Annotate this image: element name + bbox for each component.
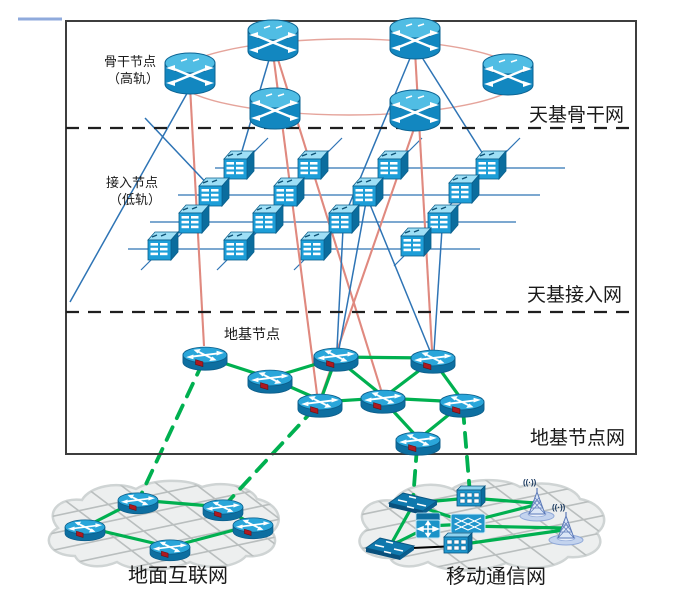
satellite-access-link	[69, 87, 191, 303]
satellite-access-link	[338, 201, 367, 350]
access-satellite-icon	[475, 150, 507, 180]
ground-router-icon	[395, 431, 441, 457]
ground-router-icon	[247, 369, 293, 395]
access-satellite-icon	[223, 150, 255, 180]
access-satellite-icon	[328, 204, 360, 234]
ground-router-icon	[439, 393, 485, 419]
label-backbone-node-line1: 骨干节点	[104, 54, 157, 69]
device-b-icon	[450, 513, 486, 534]
ground-router-icon	[182, 346, 228, 372]
ground-mesh-link	[388, 503, 415, 548]
ground-router-icon	[313, 347, 359, 373]
internet-router-icon	[64, 519, 106, 542]
satellite-access-link	[144, 117, 214, 191]
ground-router-icon	[410, 349, 456, 375]
backbone-ring-link	[175, 38, 523, 116]
bts-icon	[456, 485, 486, 507]
bts-icon	[443, 532, 473, 554]
satellite-access-link	[368, 201, 431, 352]
access-satellite-icon	[300, 231, 332, 261]
device-a-icon	[415, 512, 441, 539]
ground-to-cloud-link	[411, 445, 419, 502]
internet-router-icon	[149, 539, 191, 562]
label-backbone-node-line2: （高轨）	[107, 71, 160, 86]
label-cloud-internet: 地面互联网	[128, 565, 228, 587]
internet-router-icon	[232, 517, 274, 540]
satellite-access-link	[433, 228, 443, 352]
ground-router-icon	[297, 393, 343, 419]
label-section-access: 天基接入网	[527, 285, 623, 306]
access-satellite-icon	[147, 231, 179, 261]
label-section-backbone: 天基骨干网	[529, 105, 625, 126]
access-satellite-icon	[223, 231, 255, 261]
access-satellite-icon	[377, 150, 409, 180]
access-satellite-icon	[400, 227, 432, 257]
label-access-node-line2: （低轨）	[109, 192, 162, 207]
ground-to-cloud-link	[461, 407, 472, 496]
label-access-node-line1: 接入节点	[106, 175, 159, 190]
internet-router-icon	[117, 492, 159, 515]
label-ground-node: 地基节点	[224, 326, 280, 342]
label-section-ground: 地基节点网	[530, 428, 626, 449]
satellite-access-link	[417, 50, 489, 163]
radio-waves-icon: ((·))	[552, 503, 566, 512]
backbone-satellite-icon	[246, 18, 300, 63]
ground-to-cloud-link	[224, 406, 317, 506]
label-cloud-mobile: 移动通信网	[446, 566, 546, 588]
ground-to-cloud-link	[138, 360, 205, 499]
backbone-satellite-icon	[481, 52, 535, 97]
access-satellite-icon	[273, 177, 305, 207]
access-satellite-icon	[198, 177, 230, 207]
satellite-access-link	[336, 228, 344, 350]
ground-router-icon	[360, 389, 406, 415]
internet-router-icon	[202, 499, 244, 522]
backbone-satellite-icon	[163, 51, 217, 96]
access-satellite-icon	[178, 204, 210, 234]
access-satellite-icon	[427, 204, 459, 234]
access-satellite-icon	[448, 174, 480, 204]
ground-mesh-link	[455, 528, 566, 547]
backbone-satellite-icon	[388, 16, 442, 61]
access-satellite-icon	[352, 177, 384, 207]
backbone-satellite-icon	[248, 86, 302, 131]
access-satellite-icon	[297, 150, 329, 180]
radio-waves-icon: ((·))	[523, 478, 537, 487]
backbone-satellite-icon	[388, 88, 442, 133]
access-satellite-icon	[252, 204, 284, 234]
diagram-frame	[65, 20, 637, 455]
